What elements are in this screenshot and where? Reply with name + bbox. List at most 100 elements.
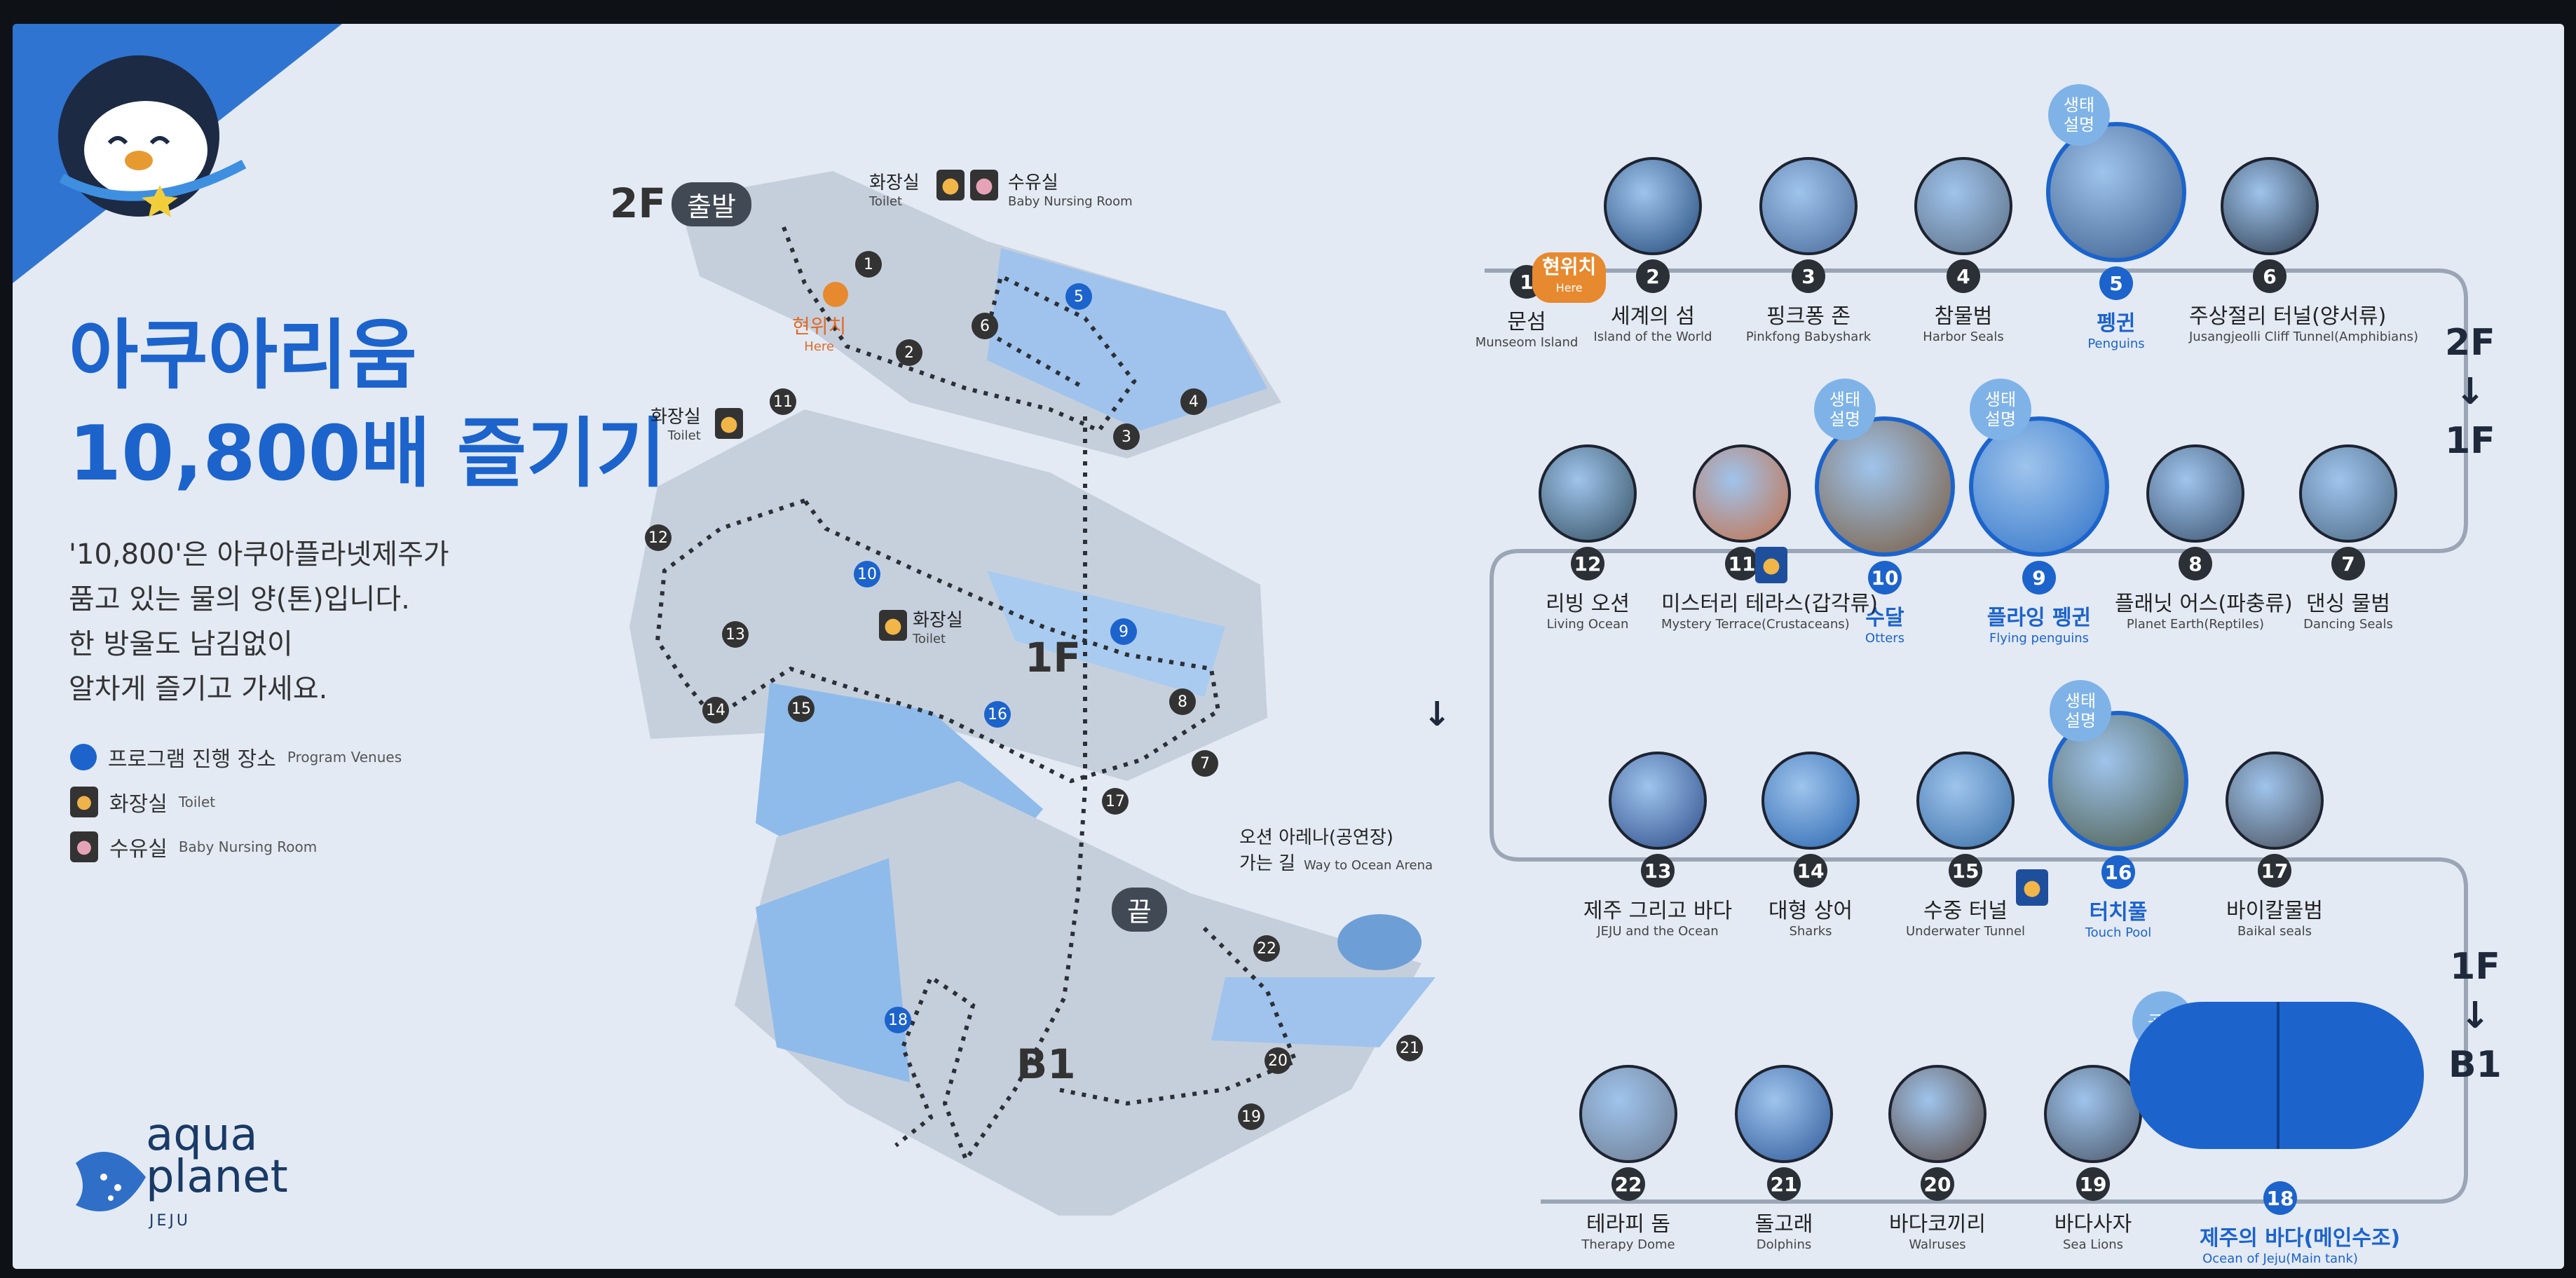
description: '10,800'은 아쿠아플라넷제주가 품고 있는 물의 양(톤)입니다. 한 … xyxy=(69,532,449,712)
map-nursing-top: 수유실 Baby Nursing Room xyxy=(1008,168,1133,209)
stop-name-en: Dolphins xyxy=(1756,1237,1812,1252)
legend-nursing: ● 수유실 Baby Nursing Room xyxy=(70,831,317,862)
stop-name: 수중 터널 xyxy=(1923,899,2008,923)
stop-name: 돌고래 xyxy=(1754,1212,1813,1237)
stop-name: 참물범 xyxy=(1934,304,1993,329)
toilet-icon: ● xyxy=(715,408,743,439)
floor-label-1f: 1F xyxy=(1025,634,1081,681)
legend-label: 프로그램 진행 장소 xyxy=(108,747,276,772)
legend-label-en: Toilet xyxy=(178,794,216,810)
map-arena-en: Way to Ocean Arena xyxy=(1304,858,1433,873)
stop-number: 13 xyxy=(1641,854,1675,888)
exhibit-photo xyxy=(1735,1065,1833,1163)
exhibit-photo xyxy=(1914,157,2012,255)
stop-number: 11 xyxy=(1725,547,1759,580)
exhibit-photo xyxy=(1888,1065,1986,1163)
stop-number: 17 xyxy=(2258,854,2291,888)
stop-name: 터치풀 xyxy=(2089,900,2148,925)
stop-number: 10 xyxy=(1868,561,1902,594)
stop-name: 바이칼물범 xyxy=(2226,899,2323,923)
stop-number: 8 xyxy=(2179,547,2212,580)
program-dot-icon xyxy=(70,744,97,770)
logo-word-planet: planet xyxy=(146,1151,288,1203)
stop-name: 제주 그리고 바다 xyxy=(1583,899,1733,923)
stop-name-en: Island of the World xyxy=(1593,329,1712,344)
map-toilet-mid: 화장실 Toilet xyxy=(913,606,963,646)
nursing-room-icon: ● xyxy=(70,831,98,862)
stop-number: 12 xyxy=(1571,547,1604,580)
stop-name-en: Jusangjeolli Cliff Tunnel(Amphibians) xyxy=(2189,329,2418,344)
exhibit-photo xyxy=(2226,752,2324,850)
legend-label-en: Baby Nursing Room xyxy=(178,838,318,855)
stop-number: 3 xyxy=(1792,259,1825,293)
route-label-top: 2F xyxy=(2445,322,2495,364)
map-arena-label: 오션 아레나(공연장) 가는 길 Way to Ocean Arena xyxy=(1239,823,1433,875)
stop-name-en: Sea Lions xyxy=(2062,1237,2124,1252)
map-stop-number: 20 xyxy=(1265,1047,1291,1074)
exhibit-photo xyxy=(1539,444,1637,543)
toilet-icon: ● xyxy=(2016,869,2048,906)
exhibit-photo xyxy=(1604,157,1702,255)
here-label-en: Here xyxy=(804,339,834,354)
start-pill: 출발 xyxy=(672,182,751,226)
map-stop-number: 3 xyxy=(1113,423,1140,450)
exhibit-photo xyxy=(1579,1065,1677,1163)
stop-name-en: Dancing Seals xyxy=(2303,617,2393,632)
map-stop-number: 18 xyxy=(885,1007,911,1033)
stop-name-en: Living Ocean xyxy=(1546,617,1629,632)
title-line-2: 10,800배 즐기기 xyxy=(69,410,666,498)
stop-number: 22 xyxy=(1611,1167,1645,1201)
stop-name: 바다코끼리 xyxy=(1889,1212,1986,1237)
map-stop-number: 15 xyxy=(788,695,815,722)
description-line: 한 방울도 남김없이 xyxy=(69,628,293,660)
map-toilet-top-ko: 화장실 xyxy=(869,172,920,193)
map-toilet-top-en: Toilet xyxy=(869,194,903,209)
stop-name: 핑크퐁 존 xyxy=(1766,304,1851,329)
stop-name-en: Ocean of Jeju(Main tank) xyxy=(2202,1251,2358,1266)
map-stop-number: 17 xyxy=(1102,788,1129,815)
map-toilet-left-ko: 화장실 xyxy=(650,407,701,428)
stop-number: 5 xyxy=(2099,266,2133,300)
description-line: 품고 있는 물의 양(톤)입니다. xyxy=(69,583,410,616)
stop-name: 미스터리 테라스(갑각류) xyxy=(1661,592,1878,616)
map-stop-number: 11 xyxy=(770,388,796,415)
down-arrow-icon: ↓ xyxy=(2455,371,2486,413)
stop-name-en: Otters xyxy=(1865,631,1905,646)
map-toilet-mid-en: Toilet xyxy=(913,632,946,646)
logo-sub: JEJU xyxy=(149,1212,191,1230)
stop-name: 대형 상어 xyxy=(1769,899,1853,923)
stop-name: 플래닛 어스(파충류) xyxy=(2115,592,2293,616)
exhibit-photo xyxy=(1916,752,2015,850)
map-stop-number: 1 xyxy=(855,251,882,278)
map-toilet-left-en: Toilet xyxy=(667,428,701,443)
stop-name: 수달 xyxy=(1865,606,1904,630)
map-nursing-top-ko: 수유실 xyxy=(1008,172,1058,193)
map-stop-number: 5 xyxy=(1065,283,1092,310)
exhibit-photo xyxy=(1609,752,1707,850)
guide-route-lines xyxy=(1485,268,2468,1204)
route-label-2f-1f: 2F ↓ 1F xyxy=(2445,318,2495,465)
description-line: '10,800'은 아쿠아플라넷제주가 xyxy=(69,538,449,571)
main-tank-photo xyxy=(2129,1002,2424,1149)
map-stop-number: 2 xyxy=(896,339,922,366)
stop-name: 세계의 섬 xyxy=(1611,304,1695,329)
map-stop-number: 16 xyxy=(984,701,1011,728)
stop-name-en: Baikal seals xyxy=(2237,924,2312,939)
here-marker xyxy=(823,282,848,307)
description-line: 알차게 즐기고 가세요. xyxy=(69,673,328,705)
eco-talk-badge: 생태 설명 xyxy=(1970,379,2031,440)
stop-name-en: Flying penguins xyxy=(1989,631,2090,646)
map-nursing-top-en: Baby Nursing Room xyxy=(1008,194,1133,209)
eco-talk-badge: 생태 설명 xyxy=(1814,379,1876,440)
stop-name: 펭귄 xyxy=(2097,311,2136,336)
